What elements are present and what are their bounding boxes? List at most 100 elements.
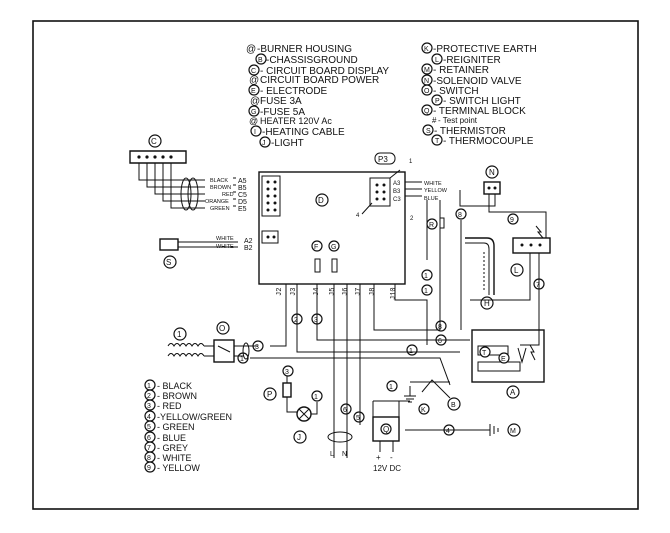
svg-text:4: 4 (147, 414, 151, 421)
wire-markers: 8 9 7 1 1 8 6 2 3 3 1 1 3 1 1 6 5 4 1 (173, 208, 545, 436)
svg-text:B: B (451, 402, 456, 409)
svg-text:BLACK: BLACK (210, 178, 228, 184)
svg-text:- BLACK: - BLACK (157, 381, 192, 391)
svg-text:- Test point: - Test point (438, 116, 478, 125)
svg-text:9: 9 (510, 217, 514, 224)
svg-text:F: F (314, 244, 318, 251)
svg-text:9: 9 (147, 465, 151, 472)
svg-text:GREEN: GREEN (210, 206, 230, 212)
svg-text:5: 5 (356, 415, 360, 422)
light: J (293, 402, 318, 444)
legend-letters-left: @ -BURNER HOUSING B -CHASSISGROUND C - C… (246, 44, 389, 149)
legend-text: -CHASSISGROUND (266, 55, 358, 66)
legend-text: -LIGHT (271, 138, 304, 149)
svg-text:J8: J8 (369, 288, 377, 296)
svg-text:6: 6 (438, 338, 442, 345)
legend-item: C - CIRCUIT BOARD DISPLAY (248, 64, 389, 77)
svg-text:BLUE: BLUE (424, 196, 439, 202)
svg-text:2: 2 (147, 393, 151, 400)
chassis-ground: K B (404, 379, 461, 415)
svg-text:- GREY: - GREY (157, 443, 188, 453)
legend-text: CIRCUIT BOARD POWER (260, 75, 379, 86)
main-wiring (250, 200, 540, 425)
svg-text:M: M (510, 428, 516, 435)
legend-code: @ (246, 44, 256, 55)
svg-text:+: + (376, 453, 381, 462)
svg-text:6: 6 (343, 407, 347, 414)
svg-text:C5: C5 (238, 192, 247, 199)
legend-code: B (258, 57, 263, 64)
svg-text:J10: J10 (390, 287, 398, 300)
protective-earth: M (405, 423, 521, 437)
svg-text:D5: D5 (238, 199, 247, 206)
svg-text:RED: RED (222, 192, 234, 198)
legend-code: @ (249, 116, 258, 126)
svg-text:D: D (318, 196, 324, 205)
svg-text:O: O (219, 324, 225, 333)
heating-cable: H (465, 237, 495, 310)
legend-code: @ (249, 75, 259, 86)
svg-text:4: 4 (446, 428, 450, 435)
circuit-board-display: C (129, 134, 205, 211)
svg-text:1: 1 (409, 159, 413, 165)
legend-text: -BURNER HOUSING (257, 44, 352, 55)
svg-text:E: E (501, 356, 506, 363)
legend-item: T- THERMOCOUPLE (431, 134, 534, 147)
svg-text:L: L (330, 451, 334, 458)
svg-text:J6: J6 (342, 288, 350, 296)
svg-text:YELLOW: YELLOW (424, 188, 448, 194)
svg-text:- YELLOW: - YELLOW (157, 463, 200, 473)
svg-text:J: J (297, 433, 301, 442)
svg-text:- BLUE: - BLUE (157, 433, 186, 443)
svg-text:T: T (435, 138, 440, 145)
svg-text:N: N (424, 78, 429, 85)
legend-item: L-REIGNITER (431, 53, 501, 66)
legend-item: I -HEATING CABLE (250, 125, 345, 138)
svg-text:-: - (390, 453, 393, 462)
svg-text:3: 3 (255, 344, 259, 351)
p3-connector: P3 1 2 4 A3 B3 C3 WHITE YELLOW BLUE (356, 152, 448, 222)
legend-item: @ FUSE 3A (250, 96, 302, 107)
svg-text:WHITE: WHITE (424, 181, 442, 187)
legend-item: @ -BURNER HOUSING (246, 44, 352, 55)
legend-item: G -FUSE 5A (248, 105, 305, 118)
legend-item: Q- TERMINAL BLOCK (421, 104, 526, 117)
svg-text:- WHITE: - WHITE (157, 453, 192, 463)
svg-text:B3: B3 (393, 189, 401, 195)
svg-text:- THERMOCOUPLE: - THERMOCOUPLE (443, 136, 534, 147)
svg-text:H: H (484, 299, 490, 308)
svg-text:3: 3 (285, 369, 289, 376)
svg-text:J5: J5 (329, 288, 337, 296)
svg-text:WHITE: WHITE (216, 244, 234, 250)
j-pins: J2 J3 J4 J5 J6 J7 J8 J10 (276, 287, 398, 300)
legend-code: G (251, 109, 256, 116)
legend-code: J (262, 140, 266, 147)
svg-text:2: 2 (410, 216, 414, 222)
legend-item: @ CIRCUIT BOARD POWER (249, 75, 379, 86)
c-wire-labels: BLACK BROWN RED ORANGE GREEN A5 B5 C5 D5… (205, 177, 247, 213)
svg-text:Q: Q (424, 108, 430, 115)
svg-text:-SOLENOID VALVE: -SOLENOID VALVE (433, 76, 522, 87)
svg-text:P3: P3 (378, 155, 388, 164)
legend-circle (248, 105, 260, 117)
svg-text:J7: J7 (355, 288, 363, 296)
svg-text:Q: Q (383, 425, 389, 434)
burner-housing: T E A (471, 329, 545, 399)
legend-item: @ HEATER 120V Ac (249, 116, 332, 126)
legend-circle (248, 84, 260, 96)
diagram-frame (32, 20, 639, 510)
svg-text:1: 1 (240, 356, 244, 363)
svg-text:J3: J3 (290, 288, 298, 296)
svg-text:P: P (435, 98, 440, 105)
thermistor: S WHITE WHITE A2 B2 (159, 236, 253, 269)
component-r: R (426, 217, 445, 230)
svg-text:7: 7 (536, 282, 540, 289)
legend-item: B -CHASSISGROUND (255, 53, 358, 66)
switch-o: O (167, 321, 258, 363)
legend-circle (248, 64, 260, 76)
legend-item: P- SWITCH LIGHT (431, 94, 521, 107)
svg-text:ORANGE: ORANGE (205, 199, 229, 205)
svg-text:T: T (482, 350, 487, 357)
legend-code: C (251, 68, 256, 75)
svg-text:C3: C3 (393, 197, 401, 203)
